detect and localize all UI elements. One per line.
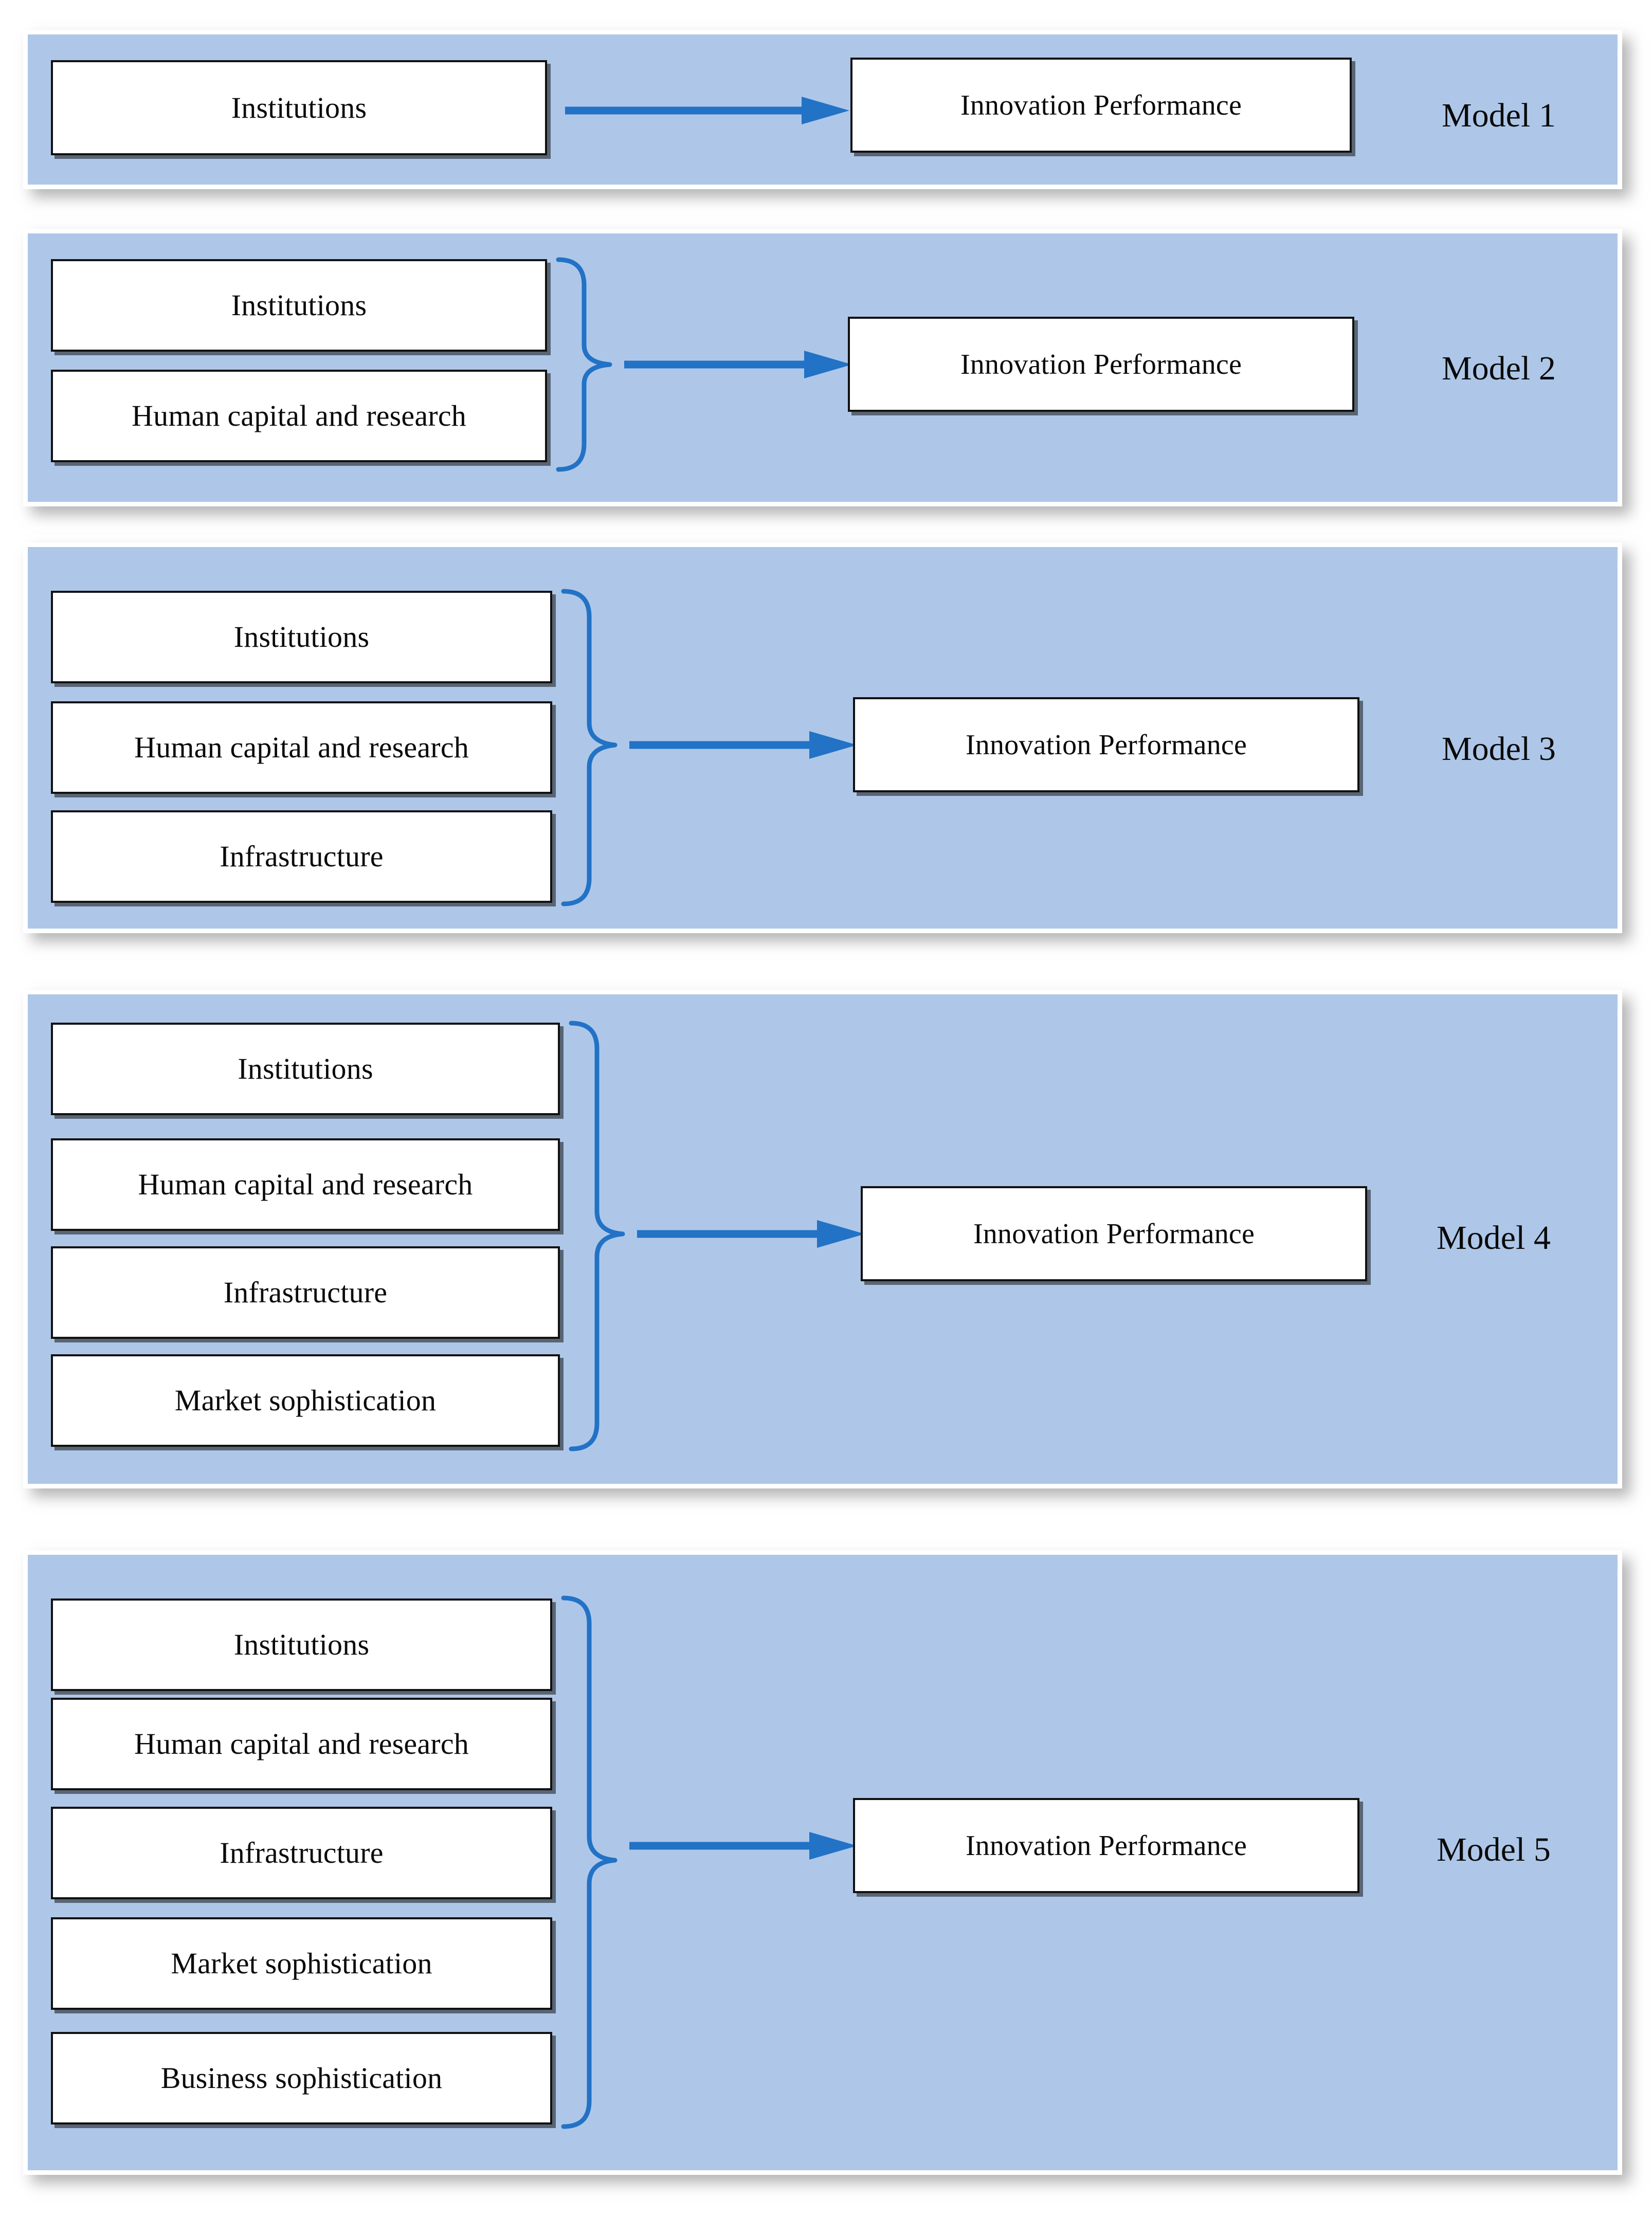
model-label-1: Model 1 bbox=[1442, 97, 1556, 134]
predictor-box-institutions: Institutions bbox=[51, 259, 547, 352]
arrow-model-4 bbox=[637, 1220, 865, 1248]
predictor-label: Business sophistication bbox=[160, 2061, 443, 2095]
model-label-2: Model 2 bbox=[1442, 350, 1556, 387]
arrow-model-3 bbox=[629, 731, 857, 759]
predictor-box-business-sophistication: Business sophistication bbox=[51, 2032, 552, 2124]
arrow-model-2 bbox=[624, 351, 852, 378]
predictor-label: Human capital and research bbox=[132, 399, 466, 432]
predictor-box-institutions: Institutions bbox=[51, 1599, 552, 1691]
predictor-label: Institutions bbox=[238, 1052, 373, 1085]
brace-model-5 bbox=[561, 1595, 618, 2129]
predictor-box-infrastructure: Infrastructure bbox=[51, 1246, 560, 1339]
predictor-box-human-capital: Human capital and research bbox=[51, 370, 547, 462]
model-panel-1: Institutions Innovation Performance Mode… bbox=[23, 30, 1622, 189]
brace-model-4 bbox=[569, 1021, 625, 1451]
model-panel-2: Institutions Human capital and research … bbox=[23, 229, 1622, 506]
predictor-box-institutions: Institutions bbox=[51, 60, 547, 155]
arrow-model-5 bbox=[629, 1832, 857, 1860]
model-label-5: Model 5 bbox=[1437, 1831, 1551, 1868]
predictor-box-institutions: Institutions bbox=[51, 591, 552, 683]
brace-model-3 bbox=[561, 589, 618, 906]
predictor-box-human-capital: Human capital and research bbox=[51, 1698, 552, 1790]
predictor-box-institutions: Institutions bbox=[51, 1023, 560, 1115]
outcome-box: Innovation Performance bbox=[850, 58, 1352, 153]
predictor-label: Infrastructure bbox=[220, 840, 384, 873]
outcome-box: Innovation Performance bbox=[848, 317, 1354, 412]
predictor-label: Market sophistication bbox=[171, 1947, 432, 1980]
outcome-label: Innovation Performance bbox=[960, 89, 1242, 121]
predictor-box-infrastructure: Infrastructure bbox=[51, 810, 552, 903]
predictor-label: Institutions bbox=[233, 620, 370, 653]
predictor-box-human-capital: Human capital and research bbox=[51, 1138, 560, 1231]
predictor-label: Market sophistication bbox=[174, 1384, 437, 1417]
model-panel-4: Institutions Human capital and research … bbox=[23, 990, 1622, 1488]
outcome-label: Innovation Performance bbox=[965, 729, 1247, 761]
predictor-label: Infrastructure bbox=[223, 1276, 388, 1309]
outcome-label: Innovation Performance bbox=[973, 1218, 1255, 1250]
brace-model-2 bbox=[556, 257, 612, 472]
outcome-label: Innovation Performance bbox=[960, 348, 1242, 380]
outcome-label: Innovation Performance bbox=[965, 1829, 1247, 1862]
predictor-label: Institutions bbox=[231, 288, 367, 322]
outcome-box: Innovation Performance bbox=[853, 1798, 1359, 1893]
outcome-box: Innovation Performance bbox=[853, 697, 1359, 792]
predictor-label: Infrastructure bbox=[220, 1836, 384, 1869]
predictor-box-market-sophistication: Market sophistication bbox=[51, 1917, 552, 2010]
predictor-box-infrastructure: Infrastructure bbox=[51, 1807, 552, 1899]
predictor-label: Human capital and research bbox=[134, 1727, 469, 1760]
predictor-label: Human capital and research bbox=[138, 1168, 473, 1201]
model-panel-5: Institutions Human capital and research … bbox=[23, 1550, 1622, 2175]
model-panel-3: Institutions Human capital and research … bbox=[23, 542, 1622, 933]
predictor-box-market-sophistication: Market sophistication bbox=[51, 1354, 560, 1447]
predictor-box-human-capital: Human capital and research bbox=[51, 701, 552, 794]
predictor-label: Human capital and research bbox=[134, 731, 469, 764]
arrow-model-1 bbox=[565, 97, 849, 124]
model-label-4: Model 4 bbox=[1437, 1219, 1551, 1257]
predictor-label: Institutions bbox=[231, 90, 367, 124]
model-label-3: Model 3 bbox=[1442, 730, 1556, 768]
predictor-label: Institutions bbox=[233, 1628, 370, 1661]
outcome-box: Innovation Performance bbox=[861, 1186, 1367, 1281]
